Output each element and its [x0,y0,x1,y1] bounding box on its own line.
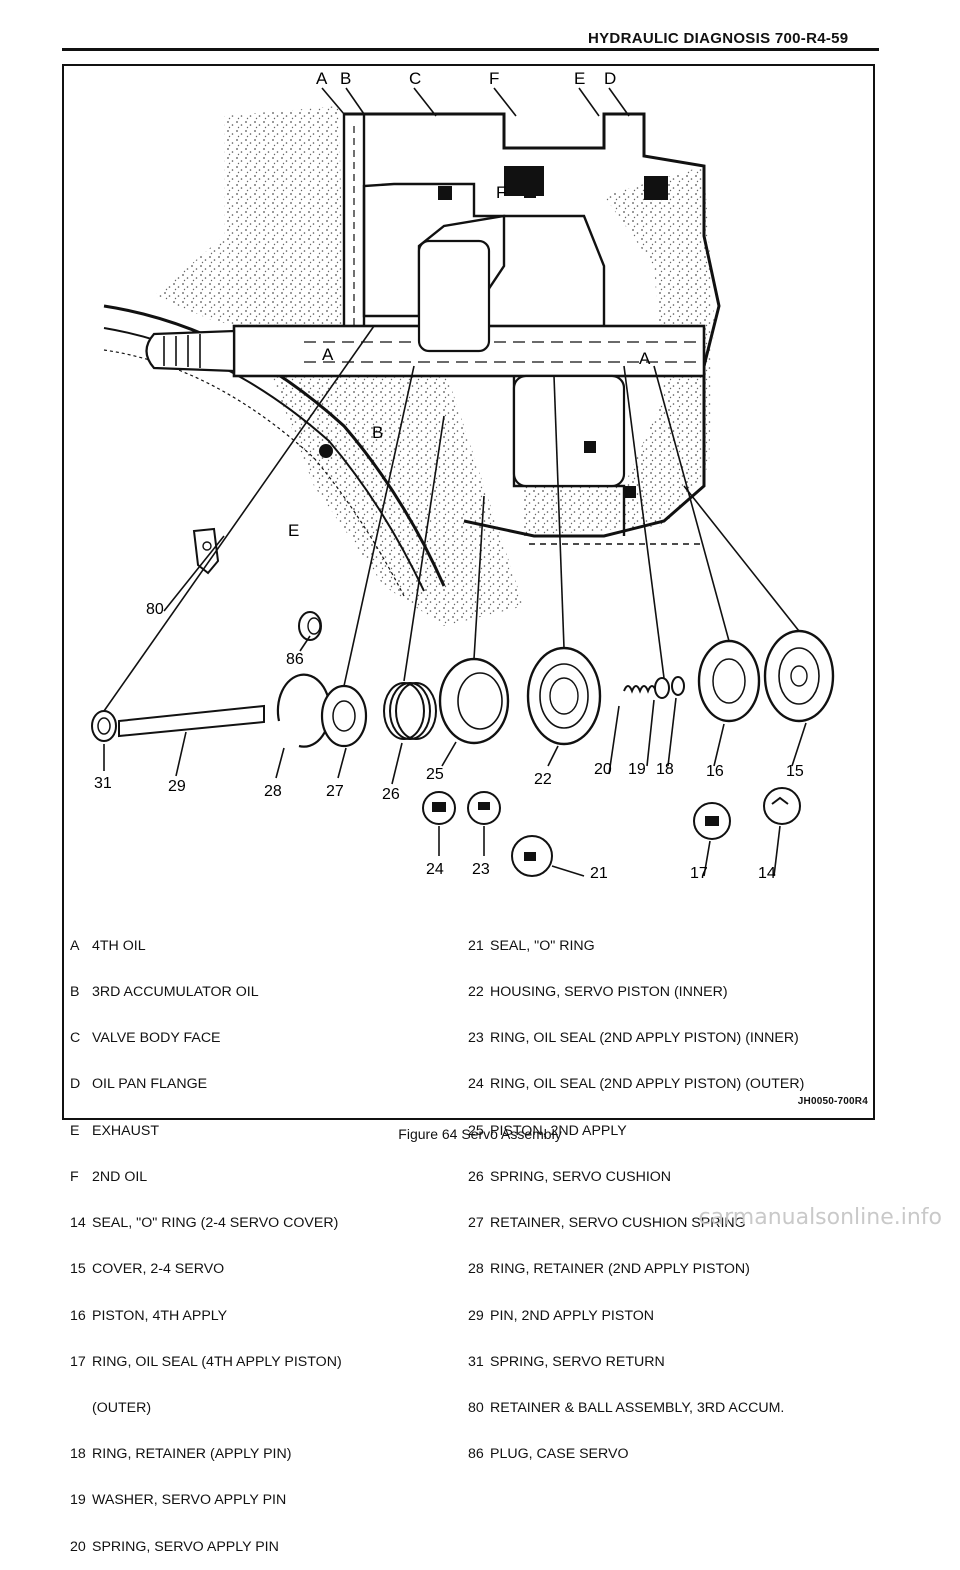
part-15-servo-cover [763,629,835,723]
case-curve-outer [103,304,446,587]
label-part-31: 31 [94,775,112,792]
apply-pin-grooves [163,334,201,368]
label-part-24: 24 [426,861,444,878]
part-25-apply-piston [438,657,510,745]
label-top-A: A [316,69,328,88]
label-inner-B: B [372,423,383,442]
label-part-20: 20 [594,761,612,778]
label-part-16: 16 [706,763,724,780]
label-part-86: 86 [286,651,304,668]
part-80-retainer-ball [192,527,220,575]
figure-caption: Figure 64 Servo Assembly [398,1126,562,1142]
part-28-retainer-ring [276,673,331,748]
seal-marker-1 [438,186,452,200]
part-18-retainer-ring [671,676,685,696]
label-top-B: B [340,69,351,88]
part-29-apply-pin [118,704,265,738]
figure-frame [62,64,875,1120]
label-part-17: 17 [690,865,708,882]
label-part-15: 15 [786,763,804,780]
label-top-F: F [489,69,499,88]
seal-marker-4 [624,486,636,498]
label-part-21: 21 [590,865,608,882]
figure-code: JH0050-700R4 [797,1096,868,1107]
watermark: carmanualsonline.info [698,1205,942,1230]
label-inner-E: E [288,521,299,540]
case-casting-left [154,106,344,341]
legend-item-continuation: (OUTER) [92,1400,152,1416]
label-top-E: E [574,69,585,88]
label-part-28: 28 [264,783,282,800]
inner-piston-body [417,239,491,353]
label-part-22: 22 [534,771,552,788]
seal-marker-2 [524,186,536,198]
label-part-14: 14 [758,865,776,882]
outer-piston-body [512,374,626,488]
label-top-D: D [604,69,616,88]
label-part-25: 25 [426,766,444,783]
seal-marker-3 [584,441,596,453]
label-part-80: 80 [146,601,164,618]
case-casting-right [524,166,714,536]
check-ball [319,444,333,458]
part-16-4th-apply-piston [697,639,761,723]
case-outline [344,112,721,538]
servo-assembly-diagram: A B C F E D F A A B E 80 86 31 29 28 27 … [91,69,835,882]
retainer-block-right [644,176,668,200]
header-rule [62,48,879,51]
label-top-C: C [409,69,421,88]
part-86-case-plug [298,611,322,641]
part-19-washer [654,677,670,699]
page-header-title: HYDRAULIC DIAGNOSIS 700-R4-59 [588,30,849,47]
label-inner-A-left: A [322,345,334,364]
part-26-cushion-spring [383,682,437,740]
label-part-26: 26 [382,786,400,803]
label-part-19: 19 [628,761,646,778]
apply-pin-end [145,329,236,373]
part-27-spring-retainer [320,684,368,748]
part-31-spring-end [91,710,117,742]
label-part-18: 18 [656,761,674,778]
label-part-23: 23 [472,861,490,878]
label-part-29: 29 [168,778,186,795]
label-inner-F: F [496,183,506,202]
label-part-27: 27 [326,783,344,800]
leader-lines [103,87,807,877]
part-22-servo-housing [526,646,602,746]
detail-14-seal [763,787,801,825]
label-inner-A-right: A [639,349,651,368]
